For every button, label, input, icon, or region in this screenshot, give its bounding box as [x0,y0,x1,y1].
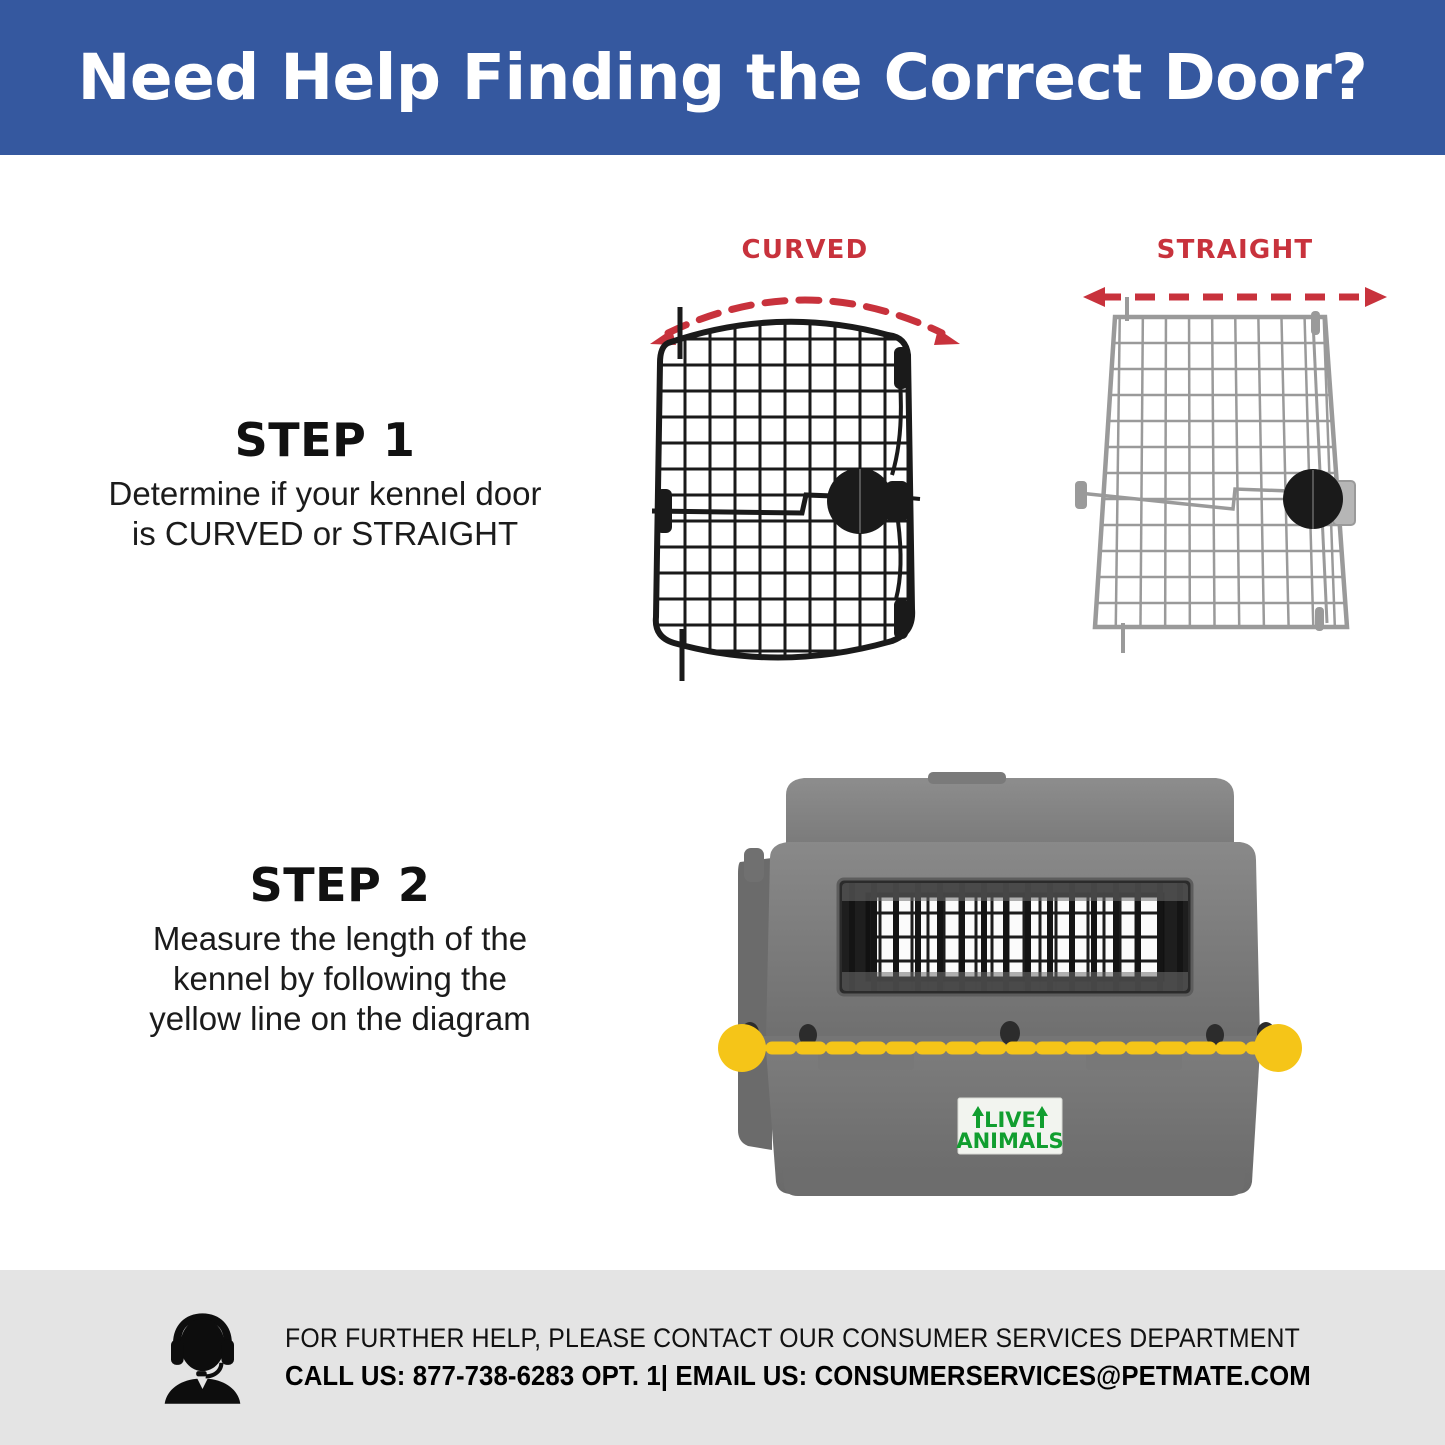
sticker-line-1: LIVE [984,1108,1036,1132]
footer-bar: FOR FURTHER HELP, PLEASE CONTACT OUR CON… [0,1270,1445,1445]
step-2-line-2: kennel by following the [173,959,507,997]
straight-door-graphic [1075,297,1356,653]
straight-door-figure: STRAIGHT [1075,235,1395,685]
step-1-heading: STEP 1 [234,413,416,467]
curved-door-label: CURVED [741,235,869,265]
step-1-description: Determine if your kennel door is CURVED … [60,474,590,555]
step-1-line-1: Determine if your kennel door [108,474,542,512]
straight-door-label: STRAIGHT [1156,235,1314,265]
header-banner: Need Help Finding the Correct Door? [0,0,1445,155]
curved-door-figure: CURVED [630,235,980,685]
live-animals-sticker: LIVE ANIMALS [956,1097,1064,1155]
step-2-description: Measure the length of the kennel by foll… [80,919,600,1040]
straight-arrow-icon [1083,287,1387,307]
footer-contact-line[interactable]: CALL US: 877-738-6283 OPT. 1| EMAIL US: … [285,1360,1311,1391]
footer-help-line: FOR FURTHER HELP, PLEASE CONTACT OUR CON… [285,1323,1300,1353]
step-1-line-2: is CURVED or STRAIGHT [131,514,519,552]
step-2-heading: STEP 2 [249,858,431,912]
step-2-text-block: STEP 2 Measure the length of the kennel … [80,860,600,1039]
footer-text-block: FOR FURTHER HELP, PLEASE CONTACT OUR CON… [285,1323,1400,1392]
step-1-text-block: STEP 1 Determine if your kennel door is … [60,415,590,554]
curved-door-graphic [651,307,921,681]
step-2-line-3: yellow line on the diagram [149,1000,531,1038]
page-title: Need Help Finding the Correct Door? [77,41,1368,114]
kennel-carrier-diagram: LIVE ANIMALS [718,772,1302,1196]
headset-agent-icon [164,1313,241,1404]
measure-line [718,1024,1302,1072]
step-2-line-1: Measure the length of the [152,919,528,957]
sticker-line-2: ANIMALS [956,1129,1063,1153]
